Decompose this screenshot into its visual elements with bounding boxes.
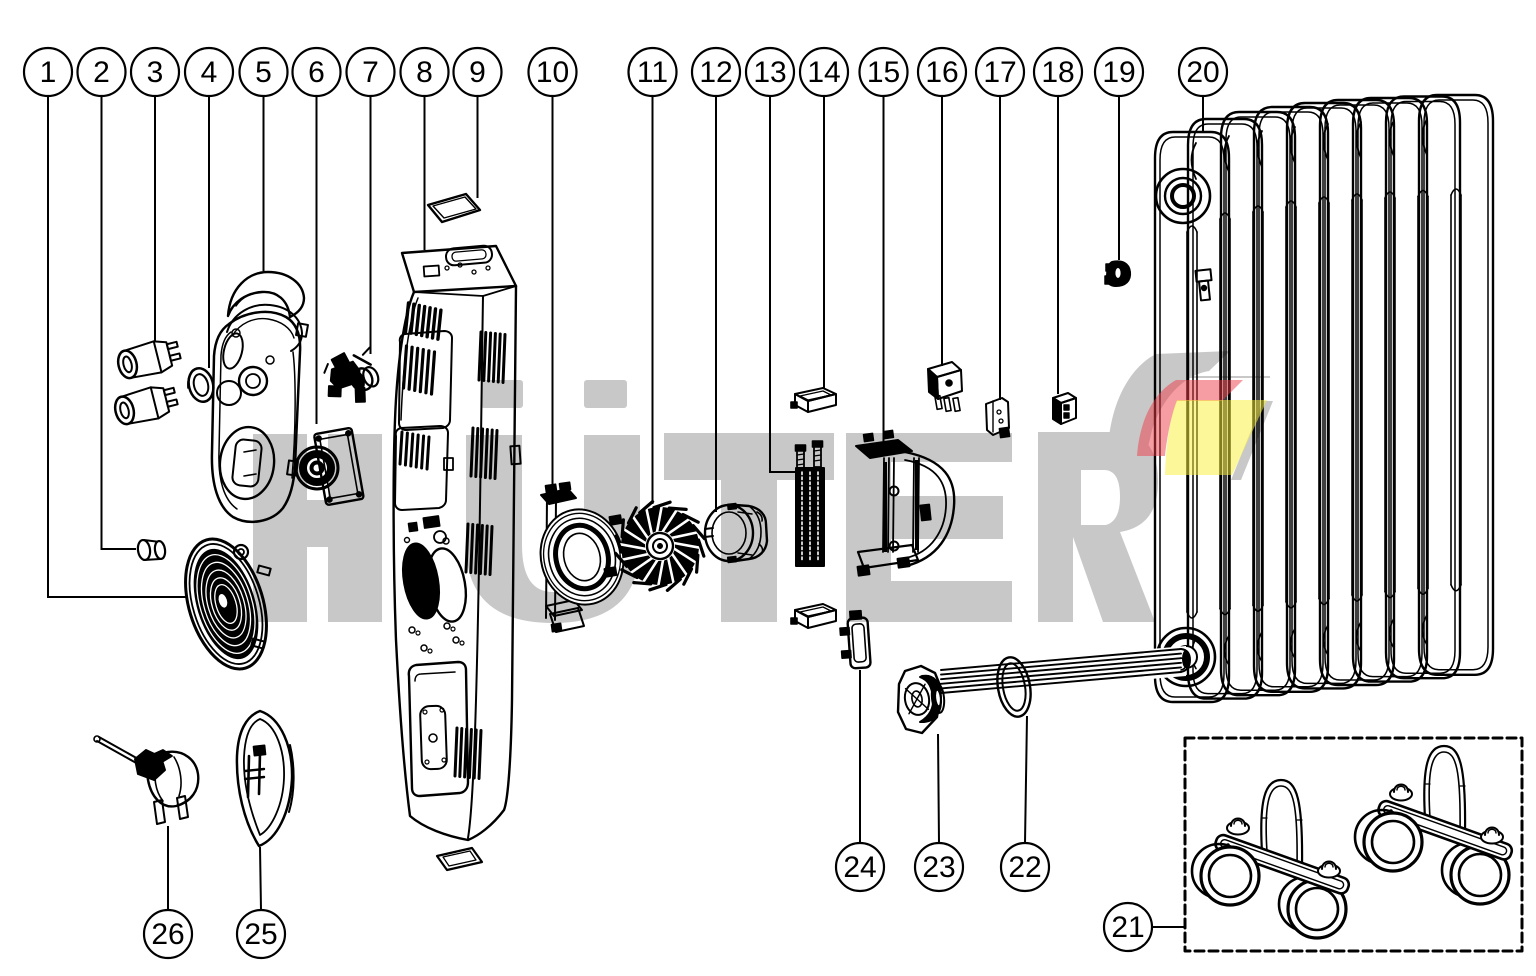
svg-text:8: 8: [416, 56, 433, 89]
svg-text:11: 11: [637, 56, 668, 89]
svg-text:15: 15: [867, 56, 900, 89]
svg-text:2: 2: [93, 56, 110, 89]
svg-text:21: 21: [1111, 911, 1144, 944]
svg-text:22: 22: [1008, 851, 1041, 884]
svg-text:7: 7: [362, 56, 379, 89]
svg-text:16: 16: [925, 56, 958, 89]
svg-text:26: 26: [151, 918, 184, 951]
svg-text:6: 6: [308, 56, 325, 89]
svg-text:3: 3: [147, 56, 164, 89]
svg-text:23: 23: [922, 851, 955, 884]
svg-text:19: 19: [1102, 56, 1135, 89]
svg-text:1: 1: [40, 56, 57, 89]
svg-text:25: 25: [244, 918, 277, 951]
svg-text:10: 10: [536, 56, 569, 89]
svg-text:4: 4: [201, 56, 218, 89]
svg-text:14: 14: [807, 56, 840, 89]
svg-text:17: 17: [983, 56, 1016, 89]
svg-text:18: 18: [1041, 56, 1074, 89]
svg-text:24: 24: [843, 851, 876, 884]
svg-text:9: 9: [469, 56, 486, 89]
svg-text:5: 5: [255, 56, 272, 89]
svg-text:12: 12: [699, 56, 732, 89]
svg-text:20: 20: [1186, 56, 1219, 89]
svg-text:13: 13: [753, 56, 786, 89]
